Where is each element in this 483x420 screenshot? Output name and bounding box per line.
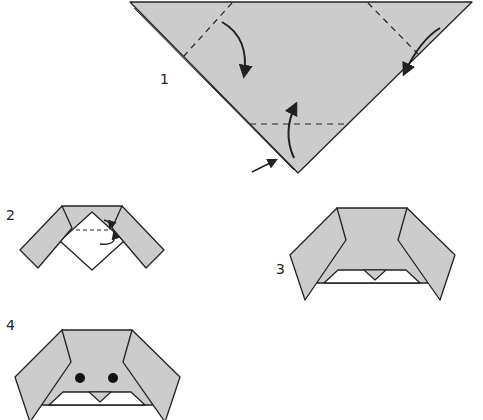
step-number: 2 — [6, 208, 15, 222]
step-four-figure — [15, 330, 180, 420]
step-two-figure — [20, 206, 164, 270]
step-three-figure — [290, 208, 455, 300]
step-one-figure — [130, 2, 472, 173]
step-number: 4 — [6, 318, 15, 332]
step-number: 1 — [160, 72, 169, 86]
step-number: 3 — [276, 262, 285, 276]
